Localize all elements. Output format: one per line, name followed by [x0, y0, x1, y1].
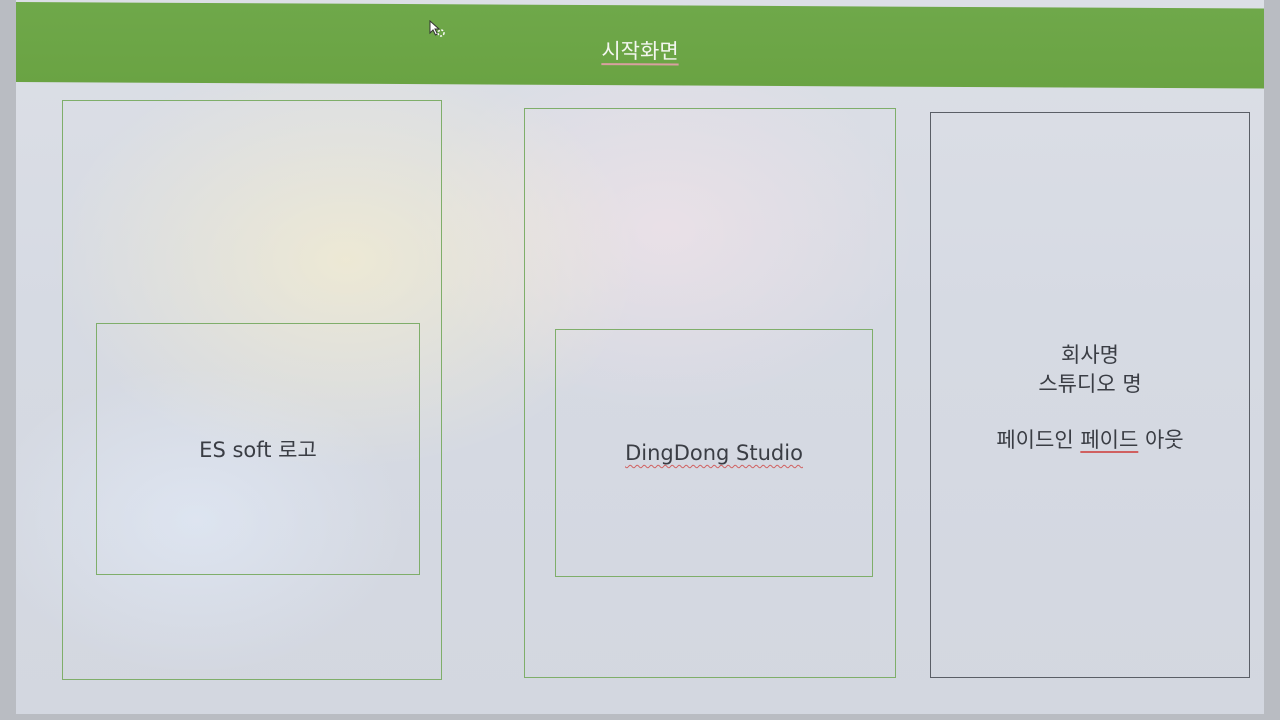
studio-panel: DingDong Studio	[524, 108, 896, 678]
slide-screen: 시작화면 ES soft 로고 DingDong Studio 회사명 스튜디오…	[16, 0, 1264, 714]
page-title: 시작화면	[601, 39, 679, 64]
logo-panel: ES soft 로고	[62, 100, 442, 680]
logo-placeholder-label: ES soft 로고	[199, 438, 317, 462]
out-text: 아웃	[1138, 428, 1184, 452]
fade-in-text: 페이드인	[996, 428, 1081, 452]
studio-placeholder-box: DingDong Studio	[555, 329, 873, 577]
fade-text: 페이드	[1080, 428, 1139, 452]
info-text-block: 회사명 스튜디오 명 페이드인 페이드 아웃	[931, 341, 1249, 455]
spacer	[931, 399, 1249, 426]
logo-placeholder-box: ES soft 로고	[96, 323, 420, 575]
company-name-label: 회사명	[1061, 343, 1119, 367]
info-panel: 회사명 스튜디오 명 페이드인 페이드 아웃	[930, 112, 1250, 678]
title-bar: 시작화면	[16, 2, 1264, 89]
fade-effect-label: 페이드인 페이드 아웃	[931, 426, 1249, 455]
studio-placeholder-label: DingDong Studio	[625, 441, 803, 465]
studio-name-word: DingDong Studio	[625, 441, 803, 465]
busy-pointer-icon	[429, 20, 445, 37]
studio-name-label: 스튜디오 명	[1038, 372, 1142, 396]
